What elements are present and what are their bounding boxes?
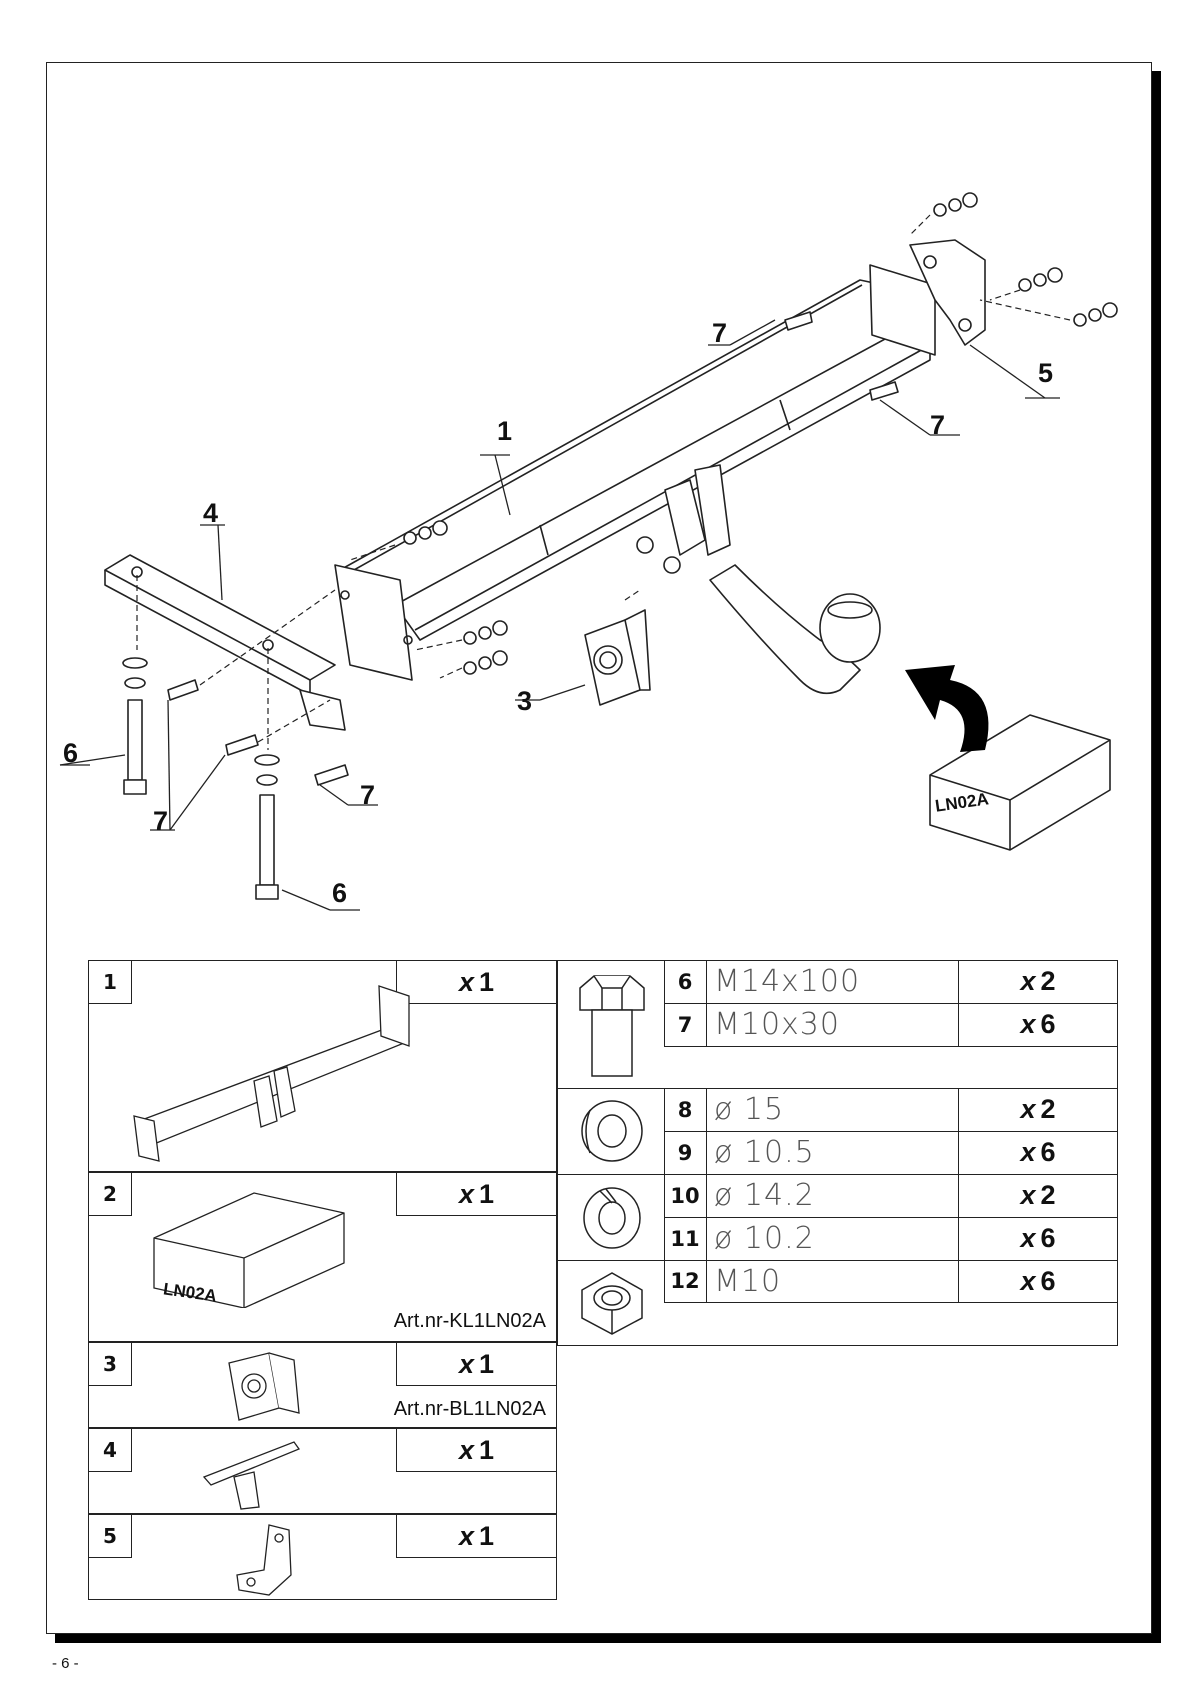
hardware-number: 11	[670, 1226, 700, 1251]
callout-part-7b: 7	[930, 410, 946, 440]
washer-icon	[581, 1100, 643, 1162]
page-number: - 6 -	[52, 1655, 79, 1672]
hardware-spec: M10	[714, 1263, 782, 1299]
nut-icon	[581, 1272, 643, 1335]
hardware-number: 6	[677, 969, 693, 994]
crossbar-thumbnail	[133, 985, 410, 1162]
leader-lines	[59, 319, 1060, 911]
hardware-number: 9	[677, 1140, 693, 1165]
callout-part-7a: 7	[712, 318, 728, 348]
hardware-spec: M14x100	[714, 964, 861, 999]
article-number: Art.nr-BL1LN02A	[393, 1398, 546, 1420]
hardware-spec: ø 14.2	[714, 1178, 815, 1213]
bracket-part-5	[909, 239, 986, 346]
hardware-spec: M10x30	[714, 1007, 840, 1042]
bracket-5-thumbnail	[236, 1524, 292, 1596]
hardware-spec: ø 10.2	[714, 1221, 815, 1256]
bracket-part-4	[104, 554, 346, 731]
part-number: 3	[89, 1343, 132, 1386]
socket-plate-part-3	[584, 609, 651, 706]
bolt-icon	[579, 975, 645, 1077]
hardware-spec: ø 10.5	[714, 1135, 815, 1170]
hardware-table-border	[557, 960, 1118, 1346]
hardware-number: 8	[677, 1097, 693, 1122]
callout-part-4: 4	[203, 498, 219, 528]
assembly-lines	[136, 214, 1071, 750]
callout-part-3: 3	[517, 686, 533, 716]
callout-part-1: 1	[497, 416, 513, 446]
callout-part-6a: 6	[63, 738, 79, 768]
part-number: 5	[89, 1515, 132, 1558]
curved-arrow-icon	[905, 665, 989, 752]
spring-washer-icon	[583, 1187, 641, 1249]
callout-part-7c: 7	[153, 806, 169, 836]
tow-ball	[709, 564, 881, 695]
part-number: 2	[89, 1173, 132, 1216]
hardware-number: 12	[670, 1269, 700, 1293]
callout-part-6b: 6	[332, 878, 348, 908]
crossbar-part-1	[334, 264, 936, 681]
callout-part-7d: 7	[360, 780, 376, 810]
article-number: Art.nr-KL1LN02A	[393, 1310, 546, 1332]
fasteners	[122, 192, 1118, 900]
bracket-4-thumbnail	[202, 1441, 301, 1510]
hardware-spec: ø 15	[714, 1092, 785, 1127]
ln02a-box	[929, 714, 1111, 851]
hardware-number: 10	[670, 1183, 700, 1208]
box-thumbnail	[153, 1192, 345, 1308]
part-number: 4	[89, 1429, 132, 1472]
socket-plate-thumbnail	[228, 1352, 300, 1421]
hardware-number: 7	[677, 1012, 693, 1037]
part-number: 1	[89, 961, 132, 1004]
callout-part-5: 5	[1038, 358, 1054, 388]
